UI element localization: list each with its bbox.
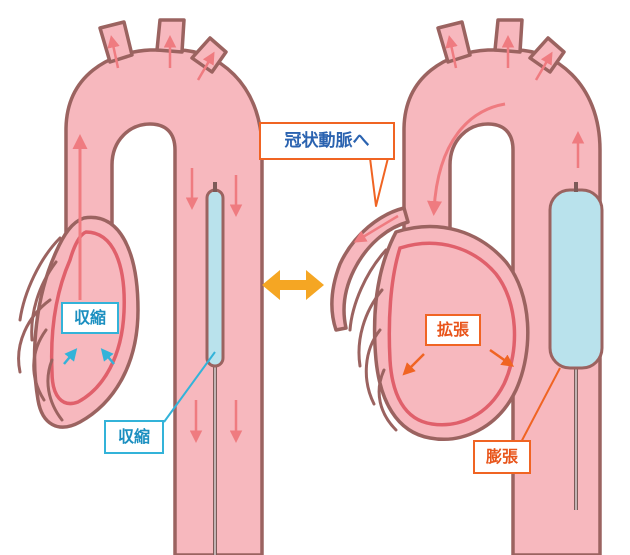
coronary-label: 冠状動脈へ	[259, 122, 395, 160]
left-balloon	[205, 188, 225, 368]
right-flow-arrow-coronary	[353, 214, 399, 243]
left-balloon-leader	[163, 351, 216, 423]
left-flow-arrow-b3	[196, 51, 215, 81]
left-flow-arrow-b1	[107, 35, 120, 69]
right-heart-label: 拡張	[425, 314, 481, 346]
double-arrow-icon	[262, 270, 324, 300]
right-dilate-arrow-1	[402, 353, 425, 376]
left-chordae	[17, 236, 64, 422]
right-balloon	[548, 188, 604, 370]
right-aorta	[402, 48, 602, 555]
left-heart-label: 収縮	[61, 302, 119, 334]
right-panel	[330, 18, 604, 555]
right-flow-arrow-b3	[534, 51, 553, 81]
right-flow-arrow-curve	[427, 102, 506, 216]
right-balloon-leader	[517, 367, 561, 449]
left-contract-arrow-2	[100, 348, 115, 365]
right-balloon-label: 膨張	[473, 440, 531, 474]
right-dilate-arrow-2	[489, 348, 515, 367]
right-chordae	[348, 248, 398, 432]
left-balloon-label: 収縮	[104, 420, 164, 454]
right-flow-arrow-b1	[445, 35, 458, 69]
left-contract-arrow-1	[63, 348, 78, 365]
coronary-callout-tail	[369, 157, 389, 207]
left-panel	[17, 18, 264, 555]
